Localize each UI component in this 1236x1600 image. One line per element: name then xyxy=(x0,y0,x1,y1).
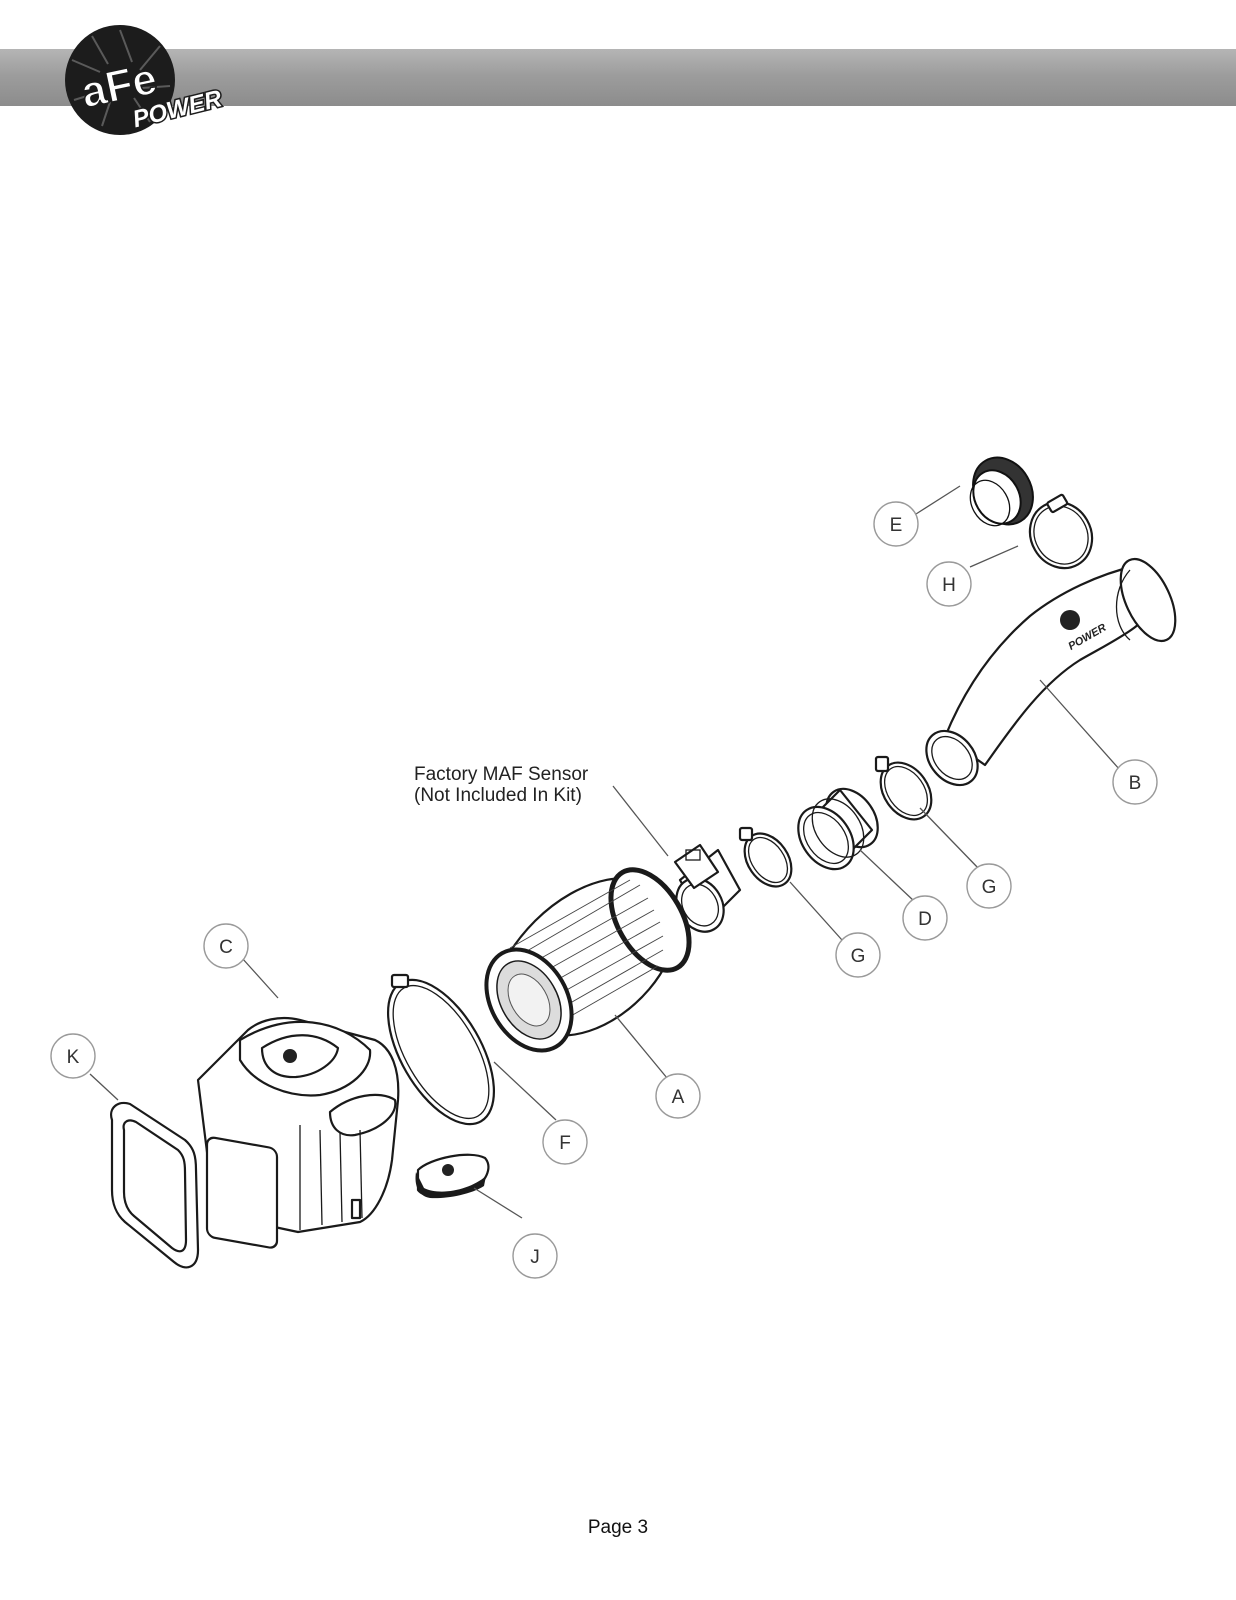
svg-text:H: H xyxy=(942,575,956,596)
leader-e xyxy=(915,485,961,515)
part-g-clamp-middle xyxy=(738,826,793,888)
callout-h: H xyxy=(926,561,972,607)
leader-g-upper xyxy=(919,807,981,871)
leader-d xyxy=(859,849,916,903)
leader-g-middle xyxy=(789,881,843,941)
svg-text:D: D xyxy=(918,909,932,930)
svg-text:K: K xyxy=(67,1047,80,1068)
callout-g-upper: G xyxy=(966,863,1012,909)
callout-g-middle: G xyxy=(835,932,881,978)
afe-power-logo: aFe POWER xyxy=(65,25,227,135)
leader-b xyxy=(1039,679,1121,771)
leader-a xyxy=(614,1014,673,1085)
svg-text:B: B xyxy=(1129,773,1142,794)
svg-text:E: E xyxy=(890,515,903,536)
callout-j: J xyxy=(512,1233,558,1279)
leader-k xyxy=(89,1073,119,1101)
leader-f xyxy=(493,1061,557,1121)
maf-note-line1: Factory MAF Sensor xyxy=(414,764,589,785)
header-bar xyxy=(0,49,1236,106)
svg-text:A: A xyxy=(672,1087,685,1108)
factory-maf-sensor xyxy=(673,843,742,933)
leader-maf xyxy=(612,785,669,857)
part-c-airbox xyxy=(196,1016,400,1249)
callout-c: C xyxy=(203,923,249,969)
svg-text:G: G xyxy=(851,946,866,967)
svg-text:G: G xyxy=(982,877,997,898)
part-a-cone-filter xyxy=(484,867,692,1053)
svg-text:F: F xyxy=(559,1133,571,1154)
part-b-intake-tube: POWER xyxy=(925,557,1177,787)
callout-d: D xyxy=(902,895,948,941)
svg-text:C: C xyxy=(219,937,233,958)
maf-sensor-note: Factory MAF Sensor (Not Included In Kit) xyxy=(414,764,588,806)
callout-b: B xyxy=(1112,759,1158,805)
callout-k: K xyxy=(50,1033,96,1079)
part-k-gasket xyxy=(110,1101,200,1269)
callout-a: A xyxy=(655,1073,701,1119)
callout-f: F xyxy=(542,1119,588,1165)
callout-e: E xyxy=(873,501,919,547)
leader-h xyxy=(969,545,1019,568)
leader-c xyxy=(241,957,279,999)
part-f-clamp xyxy=(386,973,496,1126)
svg-text:J: J xyxy=(530,1247,540,1268)
part-e-coupler xyxy=(969,456,1034,527)
part-g-clamp-upper xyxy=(874,755,933,821)
page-number: Page 3 xyxy=(587,1517,649,1538)
maf-note-line2: (Not Included In Kit) xyxy=(414,785,582,806)
part-h-clamp xyxy=(1028,493,1094,570)
part-j-badge xyxy=(415,1153,490,1199)
leader-j xyxy=(473,1187,523,1219)
part-d-hump-coupler xyxy=(797,787,879,871)
